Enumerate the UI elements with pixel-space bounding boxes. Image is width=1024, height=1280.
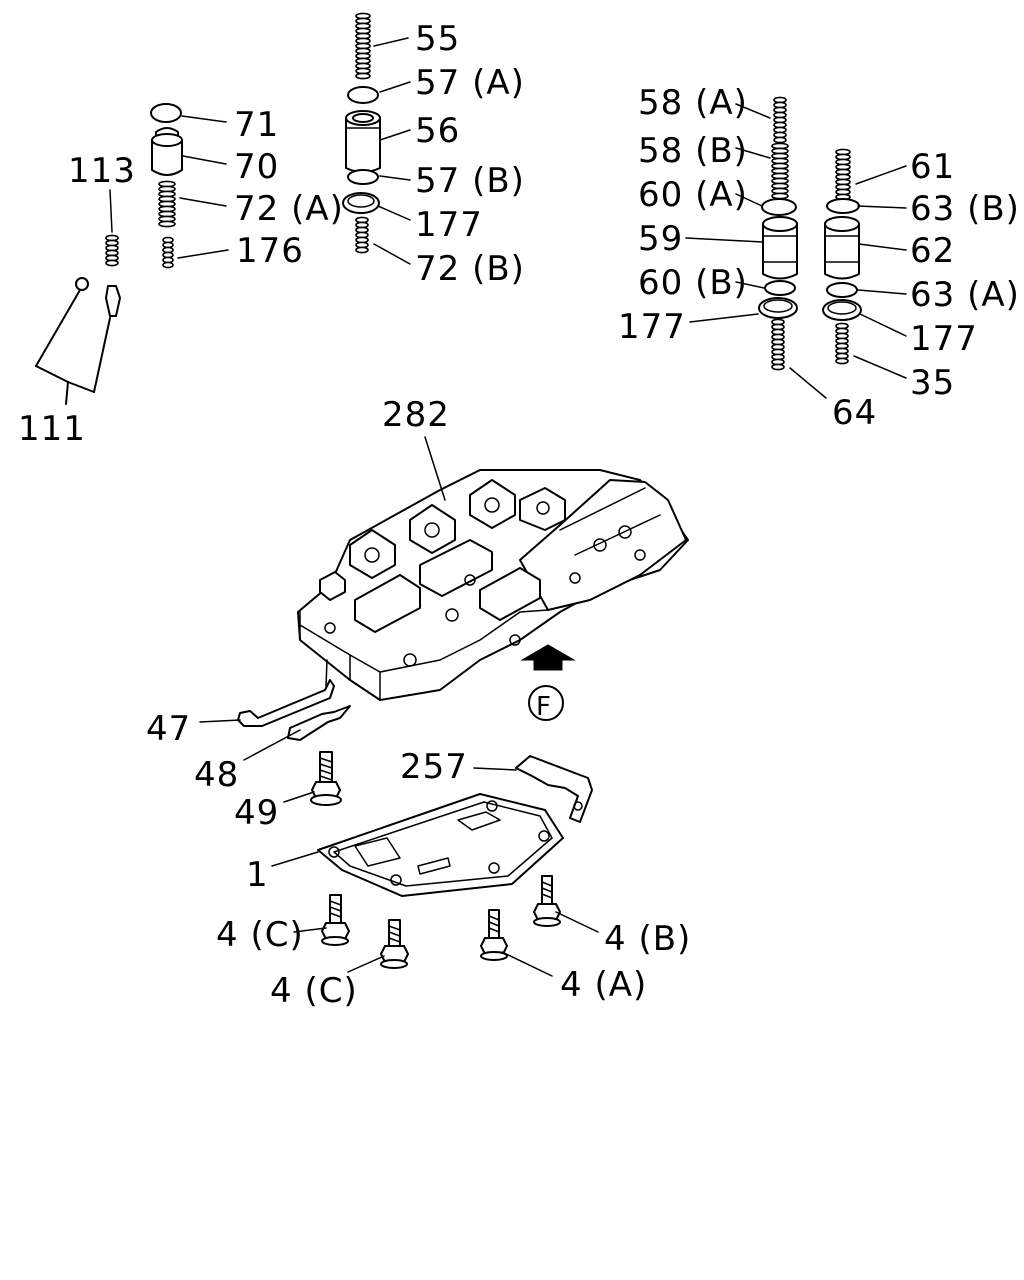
label-113: 113: [68, 151, 136, 191]
label-71: 71: [234, 105, 279, 145]
label-57a: 57 (A): [415, 63, 525, 103]
part-60a-washer: [761, 198, 797, 216]
label-111: 111: [18, 409, 86, 449]
label-257: 257: [400, 747, 468, 787]
label-62: 62: [910, 231, 955, 271]
label-282: 282: [382, 395, 450, 435]
label-49: 49: [234, 793, 279, 833]
label-60b: 60 (B): [638, 263, 748, 303]
label-63b: 63 (B): [910, 189, 1020, 229]
part-177-oring-top: [342, 192, 380, 214]
part-61-spring: [835, 148, 851, 201]
part-57b-washer: [347, 169, 379, 185]
label-72b: 72 (B): [415, 249, 525, 289]
part-1-cover-plate: [317, 793, 564, 897]
part-4a-bolt: [480, 909, 508, 961]
part-257-gasket: [515, 755, 593, 823]
label-59: 59: [638, 219, 683, 259]
part-70-plunger: [151, 127, 183, 176]
part-113-spring: [105, 234, 119, 267]
part-72b-spring: [355, 216, 369, 254]
label-177-right: 177: [910, 319, 978, 359]
label-35: 35: [910, 363, 955, 403]
part-47-lever: [237, 659, 335, 727]
part-4c-bolt-b: [380, 919, 409, 969]
label-47: 47: [146, 709, 191, 749]
label-72a: 72 (A): [234, 189, 344, 229]
label-60a: 60 (A): [638, 175, 748, 215]
part-58a-spring: [773, 96, 787, 144]
label-4c-b: 4 (C): [270, 971, 358, 1011]
label-4b: 4 (B): [604, 919, 691, 959]
label-1: 1: [246, 855, 269, 895]
part-63a-washer: [826, 282, 858, 298]
part-56-valve: [345, 110, 381, 173]
part-58b-spring: [771, 142, 789, 200]
label-48: 48: [194, 755, 239, 795]
part-57a-washer: [347, 86, 379, 104]
part-48-detent-spring: [287, 705, 351, 741]
label-56: 56: [415, 111, 460, 151]
label-55: 55: [415, 19, 460, 59]
leader-282: [424, 436, 446, 501]
part-177-oring-right: [822, 299, 862, 321]
part-4c-bolt-a: [321, 894, 350, 946]
label-64: 64: [832, 393, 877, 433]
label-58b: 58 (B): [638, 131, 748, 171]
part-59-valve: [762, 216, 798, 280]
part-176-spring: [162, 236, 174, 269]
part-35-spring: [835, 322, 849, 365]
label-58a: 58 (A): [638, 83, 748, 123]
part-55-spring: [355, 12, 371, 80]
part-72a-spring: [158, 180, 176, 228]
label-57b: 57 (B): [415, 161, 525, 201]
part-111-assembly: [35, 277, 121, 405]
label-61: 61: [910, 147, 955, 187]
callout-labels: 55 57 (A) 56 57 (B) 177 72 (B) 71 70 72 …: [18, 19, 1020, 1011]
view-f-arrow: [520, 644, 576, 671]
springs-group: [105, 12, 851, 371]
label-4a: 4 (A): [560, 965, 647, 1005]
label-177-left: 177: [618, 307, 686, 347]
label-4c-a: 4 (C): [216, 915, 304, 955]
part-62-valve: [824, 216, 860, 280]
part-60b-washer: [764, 280, 796, 296]
label-f: F: [536, 692, 552, 722]
view-f-circle: [528, 685, 564, 721]
part-63b-washer: [826, 198, 860, 214]
label-176: 176: [236, 231, 304, 271]
label-70: 70: [234, 147, 279, 187]
part-64-spring: [771, 318, 785, 371]
label-177-top: 177: [415, 205, 483, 245]
part-49-bolt: [310, 751, 342, 806]
part-282-valve-body: [297, 469, 689, 701]
part-4b-bolt: [533, 875, 561, 927]
leader-lines: [109, 37, 907, 977]
part-177-oring-left: [758, 297, 798, 319]
label-63a: 63 (A): [910, 275, 1020, 315]
part-71-cap: [150, 103, 182, 123]
